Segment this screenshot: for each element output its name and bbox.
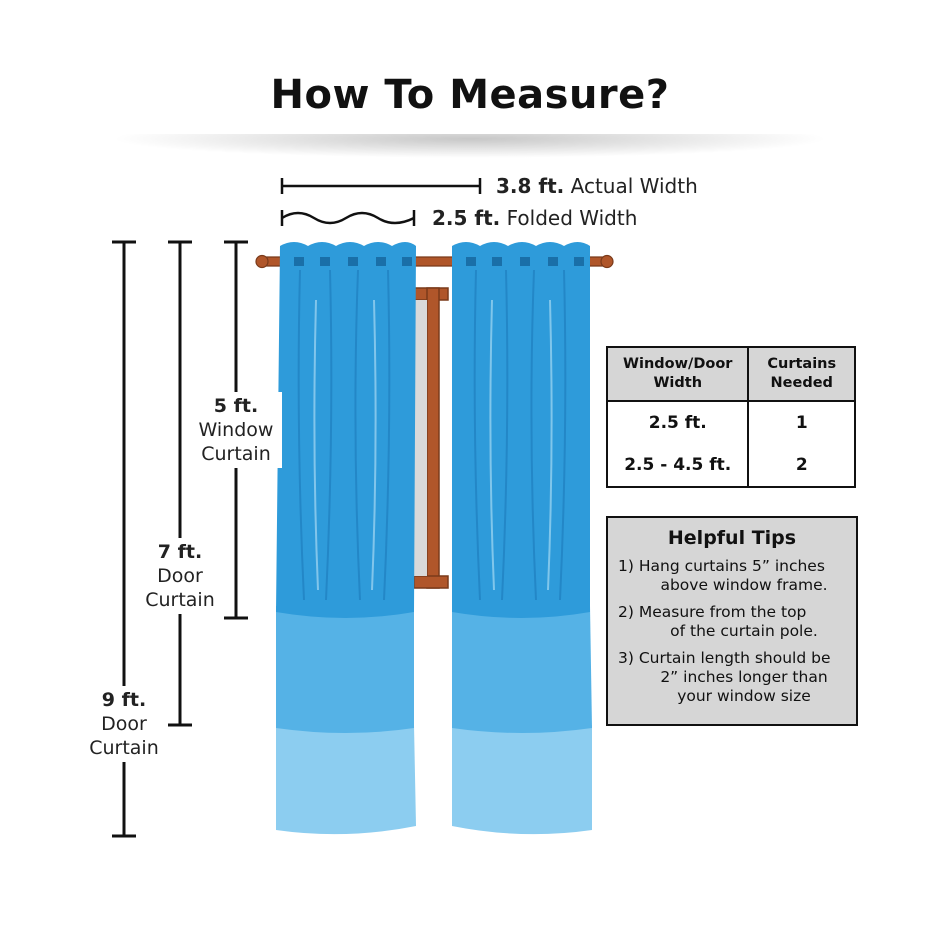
tip-item: 3) Curtain length should be 2” inches lo… [608,649,856,706]
tip-line: 2” inches longer than [660,668,828,686]
dim-text-line1: Door [157,565,203,587]
tip-line: 3) Curtain length should be [618,649,831,667]
tip-line: 2) Measure from the top [618,603,807,621]
table-header-count: Curtains Needed [747,346,856,402]
actual-width-line [280,178,482,194]
table-cell-count: 2 [747,444,856,487]
right-curtain [452,242,592,835]
table-header-width: Window/Door Width [605,346,750,402]
actual-width-label: 3.8 ft. Actual Width [496,174,698,198]
helpful-tips-box: Helpful Tips 1) Hang curtains 5” inches … [606,516,858,726]
tip-line: 1) Hang curtains 5” inches [618,557,825,575]
table-row: 2.5 - 4.5 ft. 2 [605,444,856,487]
dim-text-line2: Curtain [89,737,159,759]
table-row: 2.5 ft. 1 [605,401,856,444]
folded-width-text: Folded Width [506,206,638,230]
dim-label-5ft: 5 ft. Window Curtain [190,392,282,468]
dim-value: 7 ft. [157,541,203,563]
table-cell-width: 2.5 ft. [605,401,750,444]
dim-value: 5 ft. [213,395,259,417]
tip-line: your window size [677,687,811,705]
folded-width-value: 2.5 ft. [432,206,501,230]
page-title: How To Measure? [270,72,670,118]
dim-text-line1: Window [198,419,274,441]
tip-line: above window frame. [660,576,828,594]
actual-width-value: 3.8 ft. [496,174,565,198]
dim-text-line2: Curtain [201,443,271,465]
dim-label-7ft: 7 ft. Door Curtain [136,538,224,614]
dim-value: 9 ft. [101,689,147,711]
tips-title: Helpful Tips [667,527,797,549]
folded-width-line [280,210,416,226]
dim-label-9ft: 9 ft. Door Curtain [80,686,168,762]
table-cell-width: 2.5 - 4.5 ft. [605,444,750,487]
dim-text-line1: Door [101,713,147,735]
tip-line: of the curtain pole. [670,622,818,640]
window-glass [414,300,427,576]
tip-item: 1) Hang curtains 5” inches above window … [608,557,856,595]
title-shadow [110,134,830,158]
dim-text-line2: Curtain [145,589,215,611]
folded-width-label: 2.5 ft. Folded Width [432,206,637,230]
dim-line-7ft [168,240,192,727]
actual-width-text: Actual Width [570,174,698,198]
tip-item: 2) Measure from the top of the curtain p… [608,603,856,641]
left-curtain [276,242,416,835]
curtain-size-table: Window/Door Width Curtains Needed 2.5 ft… [605,346,856,488]
table-cell-count: 1 [747,401,856,444]
